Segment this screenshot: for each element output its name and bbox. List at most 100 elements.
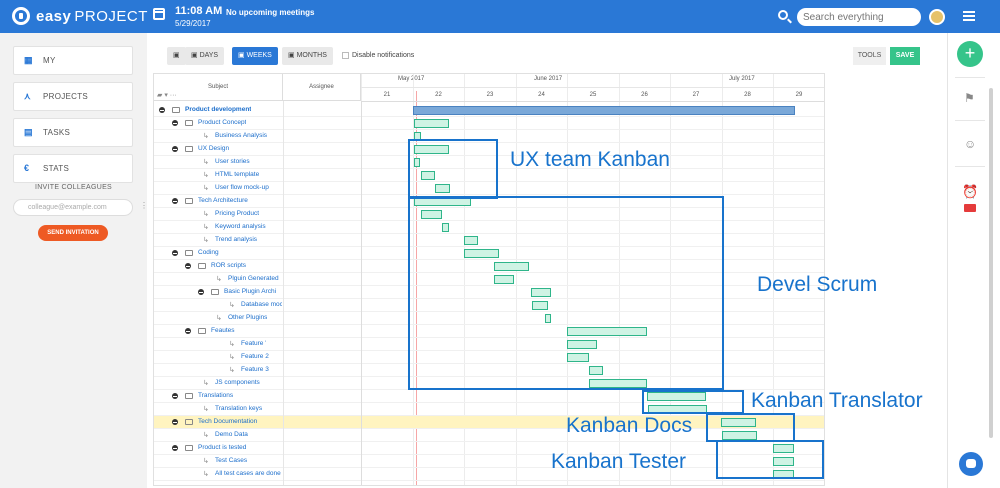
- collapse-toggle-icon[interactable]: [159, 107, 165, 113]
- task-name-link[interactable]: Plguin Generated: [228, 275, 279, 282]
- assignee-column-header[interactable]: Assignee: [283, 74, 361, 101]
- collapse-toggle-icon[interactable]: [172, 146, 178, 152]
- task-bar[interactable]: [442, 223, 449, 232]
- gantt-row[interactable]: ↳Translation keys: [154, 403, 824, 416]
- search-input[interactable]: [797, 8, 921, 26]
- task-name-link[interactable]: All test cases are done: [215, 470, 281, 477]
- gantt-row[interactable]: ↳User flow mock-up: [154, 182, 824, 195]
- task-bar[interactable]: [494, 275, 514, 284]
- task-bar[interactable]: [773, 444, 794, 453]
- task-name-link[interactable]: Test Cases: [215, 457, 248, 464]
- collapse-toggle-icon[interactable]: [172, 445, 178, 451]
- task-name-link[interactable]: Other Plugins: [228, 314, 268, 321]
- task-name-link[interactable]: Translation keys: [215, 405, 263, 412]
- sidebar-item-my[interactable]: ▦ MY: [13, 46, 133, 75]
- task-bar[interactable]: [464, 236, 478, 245]
- task-name-link[interactable]: Demo Data: [215, 431, 248, 438]
- task-name-link[interactable]: User stories: [215, 158, 250, 165]
- task-bar[interactable]: [435, 184, 450, 193]
- months-button[interactable]: ▣ MONTHS: [282, 47, 333, 65]
- sidebar-item-tasks[interactable]: ▤ TASKS: [13, 118, 133, 147]
- gantt-row[interactable]: ↳Feature ': [154, 338, 824, 351]
- calendar-button[interactable]: ▣: [167, 47, 186, 65]
- task-bar[interactable]: [531, 288, 551, 297]
- collapse-toggle-icon[interactable]: [172, 250, 178, 256]
- chat-icon[interactable]: [959, 452, 983, 476]
- gantt-row[interactable]: ↳Demo Data: [154, 429, 824, 442]
- task-name-link[interactable]: Pricing Product: [215, 210, 260, 217]
- task-name-link[interactable]: Coding: [198, 249, 219, 256]
- scrollbar[interactable]: [989, 88, 993, 438]
- gantt-row[interactable]: ↳Feature 3: [154, 364, 824, 377]
- gantt-row[interactable]: ↳Business Analysis: [154, 130, 824, 143]
- collapse-toggle-icon[interactable]: [172, 120, 178, 126]
- weeks-button[interactable]: ▣ WEEKS: [232, 47, 278, 65]
- gantt-row[interactable]: Product Concept: [154, 117, 824, 130]
- task-bar[interactable]: [414, 145, 449, 154]
- avatar[interactable]: [929, 9, 945, 25]
- gantt-row[interactable]: UX Design: [154, 143, 824, 156]
- task-bar[interactable]: [414, 119, 449, 128]
- gantt-row[interactable]: ↳All test cases are done: [154, 468, 824, 481]
- project-bar[interactable]: [413, 106, 795, 115]
- task-bar[interactable]: [721, 418, 756, 427]
- gantt-row[interactable]: Basic Plugin Archi: [154, 286, 824, 299]
- task-name-link[interactable]: Translations: [198, 392, 234, 399]
- collapse-toggle-icon[interactable]: [198, 289, 204, 295]
- collapse-toggle-icon[interactable]: [185, 263, 191, 269]
- task-name-link[interactable]: Tech Architecture: [198, 197, 248, 204]
- gantt-row[interactable]: Translations: [154, 390, 824, 403]
- disable-notifications-checkbox[interactable]: [342, 52, 349, 59]
- calendar-icon[interactable]: [153, 8, 165, 20]
- flag-icon[interactable]: ⚑: [964, 91, 975, 105]
- task-name-link[interactable]: HTML template: [215, 171, 260, 178]
- gantt-row[interactable]: ROR scripts: [154, 260, 824, 273]
- gantt-row[interactable]: ↳Other Plugins: [154, 312, 824, 325]
- send-invitation-button[interactable]: SEND INVITATION: [38, 225, 108, 241]
- user-icon[interactable]: ☺: [964, 137, 977, 151]
- gantt-row[interactable]: ↳HTML template: [154, 169, 824, 182]
- task-bar[interactable]: [421, 210, 442, 219]
- gantt-row[interactable]: Tech Architecture: [154, 195, 824, 208]
- task-bar[interactable]: [589, 366, 603, 375]
- gantt-row[interactable]: Product development: [154, 104, 824, 117]
- task-name-link[interactable]: Feautes: [211, 327, 235, 334]
- task-bar[interactable]: [567, 353, 589, 362]
- folder-icon[interactable]: ▰ ▾ ···: [157, 92, 177, 99]
- menu-icon[interactable]: [963, 11, 975, 21]
- task-bar[interactable]: [494, 262, 529, 271]
- task-name-link[interactable]: Database moc: [241, 301, 282, 308]
- task-name-link[interactable]: User flow mock-up: [215, 184, 269, 191]
- gantt-row[interactable]: ↳Test Cases: [154, 455, 824, 468]
- tools-button[interactable]: TOOLS: [853, 47, 886, 65]
- app-logo[interactable]: easy PROJECT: [12, 7, 148, 25]
- invite-email-field[interactable]: colleague@example.com: [13, 199, 133, 216]
- add-icon[interactable]: +: [957, 41, 983, 67]
- task-name-link[interactable]: Feature 2: [241, 353, 269, 360]
- alarm-icon[interactable]: ⏰: [962, 184, 979, 199]
- task-bar[interactable]: [722, 431, 757, 440]
- gantt-row[interactable]: ↳Database moc: [154, 299, 824, 312]
- task-name-link[interactable]: Trend analysis: [215, 236, 258, 243]
- days-button[interactable]: ▣ DAYS: [185, 47, 225, 65]
- task-bar[interactable]: [647, 392, 706, 401]
- more-icon[interactable]: ⋮: [140, 201, 148, 210]
- task-name-link[interactable]: Business Analysis: [215, 132, 268, 139]
- task-bar[interactable]: [532, 301, 548, 310]
- task-name-link[interactable]: Tech Documentation: [198, 418, 258, 425]
- task-name-link[interactable]: Product development: [185, 106, 252, 113]
- task-bar[interactable]: [545, 314, 551, 323]
- gantt-row[interactable]: ↳Trend analysis: [154, 234, 824, 247]
- collapse-toggle-icon[interactable]: [172, 198, 178, 204]
- task-name-link[interactable]: Feature ': [241, 340, 267, 347]
- task-name-link[interactable]: JS components: [215, 379, 260, 386]
- task-name-link[interactable]: Keyword analysis: [215, 223, 266, 230]
- collapse-toggle-icon[interactable]: [185, 328, 191, 334]
- gantt-row[interactable]: Feautes: [154, 325, 824, 338]
- task-bar[interactable]: [421, 171, 435, 180]
- task-name-link[interactable]: Product is tested: [198, 444, 247, 451]
- task-bar[interactable]: [773, 457, 794, 466]
- task-name-link[interactable]: ROR scripts: [211, 262, 247, 269]
- task-name-link[interactable]: Product Concept: [198, 119, 247, 126]
- subject-column-header[interactable]: Subject: [154, 74, 283, 101]
